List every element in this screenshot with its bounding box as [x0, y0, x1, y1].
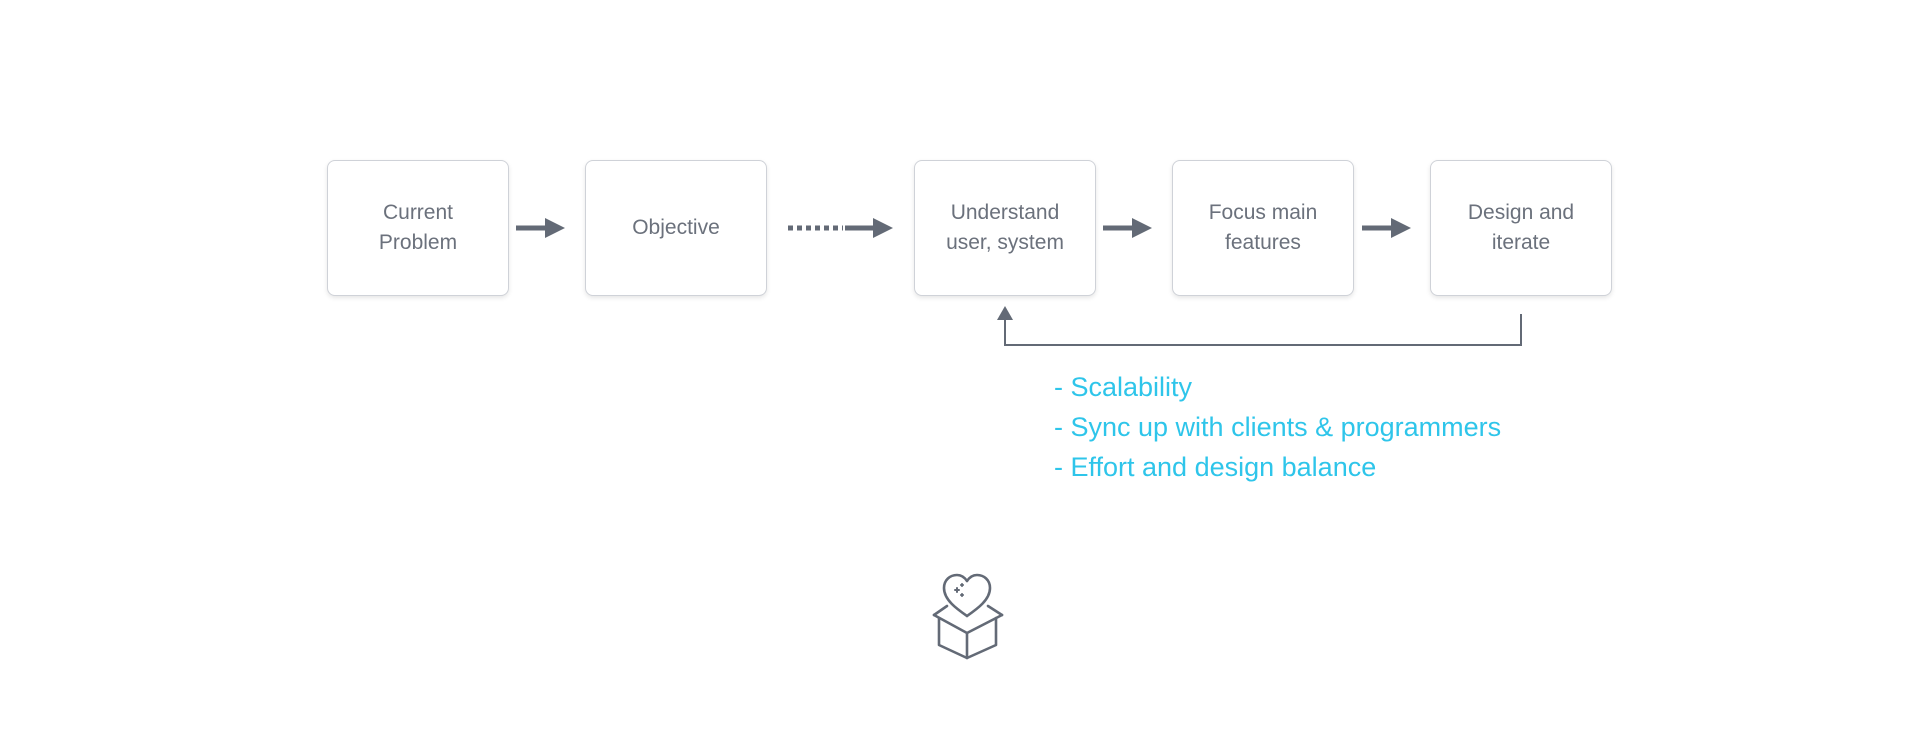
step-box-understand: Understand user, system: [914, 160, 1096, 296]
step-label: Understand user, system: [946, 201, 1064, 254]
notes-list: - Scalability - Sync up with clients & p…: [1054, 367, 1501, 487]
step-label: Design and iterate: [1467, 201, 1575, 254]
step-box-design: Design and iterate: [1430, 160, 1612, 296]
step-box-focus: Focus main features: [1172, 160, 1354, 296]
step-box-current-problem: Current Problem: [327, 160, 509, 296]
note-item: - Effort and design balance: [1054, 452, 1377, 482]
step-label: Objective: [632, 216, 720, 239]
note-item: - Sync up with clients & programmers: [1054, 412, 1502, 442]
feedback-loop-line: [1004, 314, 1522, 346]
note-item: - Scalability: [1054, 372, 1193, 402]
feedback-loop-arrowhead: [997, 306, 1013, 320]
step-box-objective: Objective: [585, 160, 767, 296]
box-with-heart-icon: [932, 573, 1004, 660]
step-label: Current Problem: [378, 201, 458, 254]
step-label: Focus main features: [1208, 201, 1318, 254]
